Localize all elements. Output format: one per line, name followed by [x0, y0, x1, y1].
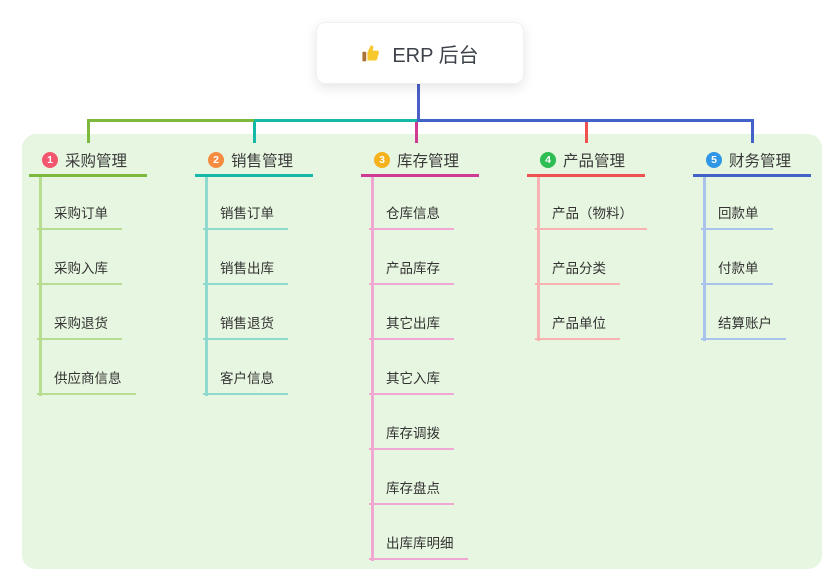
- child-node-label: 采购订单: [54, 206, 108, 221]
- branch-1-child-4[interactable]: 供应商信息: [37, 370, 136, 395]
- child-node-label: 销售订单: [220, 206, 274, 221]
- branch-3-child-1[interactable]: 仓库信息: [369, 205, 454, 230]
- thumbs-up-icon: [361, 43, 382, 64]
- branch-1-label: 采购管理: [65, 153, 128, 170]
- branch-4-child-1[interactable]: 产品（物料）: [535, 205, 647, 230]
- branch-1-child-1[interactable]: 采购订单: [37, 205, 122, 230]
- branch-3-child-3[interactable]: 其它出库: [369, 315, 454, 340]
- child-node-label: 产品（物料）: [552, 206, 633, 221]
- background-panel: [22, 134, 822, 569]
- branch-4-label: 产品管理: [563, 153, 626, 170]
- branch-5-label: 财务管理: [729, 153, 792, 170]
- branch-3-child-5[interactable]: 库存调拨: [369, 425, 454, 450]
- child-node-label: 采购入库: [54, 261, 108, 276]
- branch-1-child-2[interactable]: 采购入库: [37, 260, 122, 285]
- branch-5-elbow-connector: [750, 119, 754, 143]
- branch-5-underline: [693, 174, 811, 177]
- branch-2-child-3[interactable]: 销售退货: [203, 315, 288, 340]
- child-node-label: 其它出库: [386, 316, 440, 331]
- branch-node-5[interactable]: 5 财务管理: [706, 150, 791, 170]
- branch-4-elbow-connector: [584, 119, 588, 143]
- branch-4-badge: 4: [540, 152, 556, 168]
- branch-5-child-3[interactable]: 结算账户: [701, 315, 786, 340]
- branch-3-badge: 3: [374, 152, 390, 168]
- root-connector: [417, 82, 420, 122]
- branch-connector-h-5: [417, 119, 754, 122]
- branch-2-child-2[interactable]: 销售出库: [203, 260, 288, 285]
- branch-2-elbow-connector: [252, 119, 256, 143]
- root-node[interactable]: ERP 后台: [316, 22, 524, 84]
- branch-node-2[interactable]: 2 销售管理: [208, 150, 293, 170]
- child-node-label: 供应商信息: [54, 371, 122, 386]
- child-node-label: 其它入库: [386, 371, 440, 386]
- branch-connector-h-1: [88, 119, 255, 122]
- child-node-label: 结算账户: [718, 316, 772, 331]
- branch-5-children-trunk: [703, 177, 706, 341]
- branch-2-badge: 2: [208, 152, 224, 168]
- branch-3-underline: [361, 174, 479, 177]
- child-node-label: 采购退货: [54, 316, 108, 331]
- branch-4-underline: [527, 174, 645, 177]
- branch-4-children-trunk: [537, 177, 540, 341]
- branch-5-badge: 5: [706, 152, 722, 168]
- child-node-label: 库存盘点: [386, 481, 440, 496]
- branch-1-elbow-connector: [86, 119, 90, 143]
- branch-node-1[interactable]: 1 采购管理: [42, 150, 127, 170]
- child-node-label: 销售退货: [220, 316, 274, 331]
- child-node-label: 付款单: [718, 261, 759, 276]
- branch-2-child-4[interactable]: 客户信息: [203, 370, 288, 395]
- branch-node-3[interactable]: 3 库存管理: [374, 150, 459, 170]
- branch-4-child-3[interactable]: 产品单位: [535, 315, 620, 340]
- child-node-label: 客户信息: [220, 371, 274, 386]
- child-node-label: 产品库存: [386, 261, 440, 276]
- root-label: ERP 后台: [392, 44, 479, 67]
- child-node-label: 销售出库: [220, 261, 274, 276]
- branch-3-child-7[interactable]: 出库库明细: [369, 535, 468, 560]
- branch-2-child-1[interactable]: 销售订单: [203, 205, 288, 230]
- branch-3-child-2[interactable]: 产品库存: [369, 260, 454, 285]
- child-node-label: 仓库信息: [386, 206, 440, 221]
- branch-3-label: 库存管理: [397, 153, 460, 170]
- branch-5-child-2[interactable]: 付款单: [701, 260, 773, 285]
- child-node-label: 回款单: [718, 206, 759, 221]
- child-node-label: 产品单位: [552, 316, 606, 331]
- child-node-label: 出库库明细: [386, 536, 454, 551]
- child-node-label: 库存调拨: [386, 426, 440, 441]
- branch-1-underline: [29, 174, 147, 177]
- branch-3-child-6[interactable]: 库存盘点: [369, 480, 454, 505]
- branch-2-label: 销售管理: [231, 153, 294, 170]
- branch-5-child-1[interactable]: 回款单: [701, 205, 773, 230]
- branch-2-children-trunk: [205, 177, 208, 396]
- branch-node-4[interactable]: 4 产品管理: [540, 150, 625, 170]
- branch-1-children-trunk: [39, 177, 42, 396]
- branch-1-child-3[interactable]: 采购退货: [37, 315, 122, 340]
- branch-connector-h-2: [254, 119, 420, 122]
- branch-4-child-2[interactable]: 产品分类: [535, 260, 620, 285]
- branch-3-children-trunk: [371, 177, 374, 561]
- child-node-label: 产品分类: [552, 261, 606, 276]
- branch-3-elbow-connector: [414, 119, 418, 143]
- branch-2-underline: [195, 174, 313, 177]
- branch-3-child-4[interactable]: 其它入库: [369, 370, 454, 395]
- branch-1-badge: 1: [42, 152, 58, 168]
